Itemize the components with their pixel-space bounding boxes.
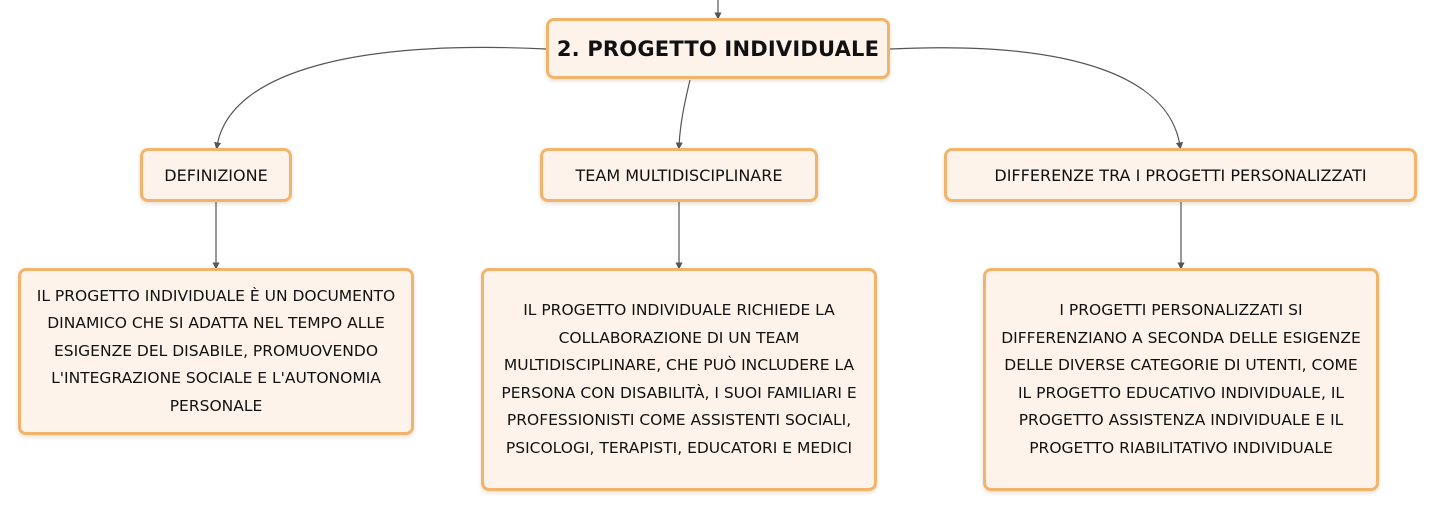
connector-root-to-differenze	[889, 47, 1184, 150]
connector-root-to-definizione	[214, 46, 547, 150]
topic-node-team-multidisciplinare[interactable]: TEAM MULTIDISCIPLINARE	[540, 148, 818, 202]
root-node[interactable]: 2. PROGETTO INDIVIDUALE	[546, 18, 890, 79]
topic-label: TEAM MULTIDISCIPLINARE	[575, 165, 783, 185]
connector-root-to-team	[675, 79, 691, 150]
root-label: 2. PROGETTO INDIVIDUALE	[556, 36, 880, 61]
topic-node-definizione[interactable]: DEFINIZIONE	[140, 148, 292, 202]
detail-text: IL PROGETTO INDIVIDUALE È UN DOCUMENTO D…	[36, 286, 396, 415]
detail-node-definizione[interactable]: IL PROGETTO INDIVIDUALE È UN DOCUMENTO D…	[18, 268, 414, 435]
detail-text: I PROGETTI PERSONALIZZATI SI DIFFERENZIA…	[1001, 301, 1361, 457]
detail-text: IL PROGETTO INDIVIDUALE RICHIEDE LA COLL…	[501, 301, 857, 457]
topic-label: DIFFERENZE TRA I PROGETTI PERSONALIZZATI	[994, 165, 1367, 185]
detail-node-differenze[interactable]: I PROGETTI PERSONALIZZATI SI DIFFERENZIA…	[983, 268, 1379, 491]
topic-node-differenze[interactable]: DIFFERENZE TRA I PROGETTI PERSONALIZZATI	[944, 148, 1417, 202]
detail-node-team-multidisciplinare[interactable]: IL PROGETTO INDIVIDUALE RICHIEDE LA COLL…	[481, 268, 877, 491]
topic-label: DEFINIZIONE	[164, 165, 268, 185]
